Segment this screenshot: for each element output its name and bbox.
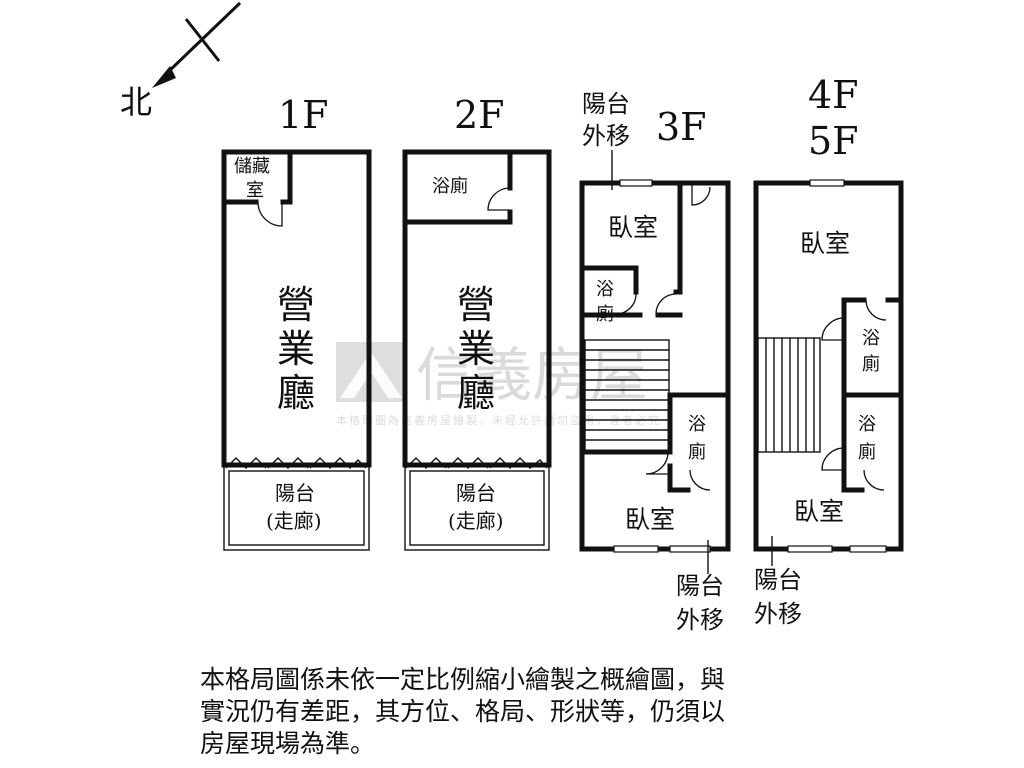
floor-3f-title: 3F [656,105,707,149]
bedroom-label-2: 臥室 [625,505,675,534]
floor-4f-5f: 4F 5F 臥室 浴 廁 浴 廁 臥室 陽台 [753,73,904,628]
storage-label-2: 室 [246,180,264,201]
disclaimer-line: 本格局圖係未依一定比例縮小繪製之概繪圖，與 [200,665,726,694]
floor-2f: 2F 浴廁 營 業 廳 陽台 (走廊) [402,93,552,551]
bath-label-3: 浴 [858,414,876,435]
bath-label: 浴 [596,279,614,300]
bath-label: 浴 [862,328,880,349]
balcony-label: 陽台 [456,481,496,505]
floor-2f-title: 2F [454,93,505,137]
balcony-moved-label: 陽台 [754,566,802,594]
bath-label-2: 廁 [688,441,706,463]
corridor-label: (走廊) [448,509,504,533]
disclaimer-line-3: 房屋現場為準。 [200,729,376,758]
disclaimer-text: 本格局圖係未依一定比例縮小繪製之概繪圖，與 實況仍有差距，其方位、格局、形狀等，… [200,664,820,760]
bath-label: 浴 [688,414,706,435]
watermark-brand: 信義房屋 [416,341,648,409]
floor-1f: 1F 儲藏 室 營 業 廳 陽台 (走廊) [221,93,372,551]
watermark-notice: 本格局圖為信義房屋繪製，未經允許請勿盜用，違者必究 [336,413,661,427]
business-hall-label: 營 [457,283,495,327]
north-compass: 北 [120,1,242,121]
balcony-moved-label-4: 外移 [676,606,724,634]
bedroom-label: 臥室 [608,213,658,242]
storage-label: 儲藏 [234,156,270,177]
balcony-moved-label-2: 外移 [754,600,802,628]
floor-5f-title: 5F [808,119,859,163]
bath-label-2: 廁 [862,353,880,375]
bedroom-label: 臥室 [800,229,850,258]
floor-3f: 陽台 外移 3F 臥室 浴 廁 [579,90,731,634]
corridor-label: (走廊) [266,509,322,533]
balcony-moved-label-2: 外移 [582,122,630,150]
bath-label-4: 廁 [858,441,876,463]
floor-1f-title: 1F [278,93,329,137]
business-hall-label-2: 業 [457,327,495,371]
north-arrow-icon [152,66,176,88]
business-hall-label-3: 廳 [277,371,315,415]
north-label: 北 [120,83,152,121]
bedroom-label-2: 臥室 [794,497,844,526]
balcony-moved-label: 陽台 [582,90,630,118]
business-hall-label: 營 [277,283,315,327]
bath-label-2: 廁 [596,303,614,325]
business-hall-label-2: 業 [277,327,315,371]
staircase [765,338,815,452]
staircase [585,349,669,441]
balcony-label: 陽台 [275,481,315,505]
bath-label: 浴廁 [432,175,468,197]
floor-4f-title: 4F [808,73,859,117]
business-hall-label-3: 廳 [457,371,495,415]
disclaimer-line-2: 實況仍有差距，其方位、格局、形狀等，仍須以 [200,697,726,726]
watermark: 信義房屋 本格局圖為信義房屋繪製，未經允許請勿盜用，違者必究 [336,341,661,427]
balcony-moved-label-3: 陽台 [676,572,724,600]
